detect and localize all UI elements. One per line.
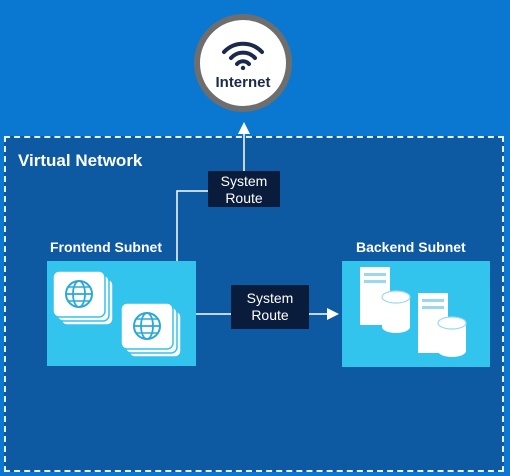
frontend-to-internet-connector [176, 190, 208, 262]
frontend-subnet-label: Frontend Subnet [50, 239, 162, 255]
wifi-icon [222, 41, 264, 70]
globe-stack-icon [52, 270, 182, 358]
route-label-line1: System [246, 290, 294, 306]
route-label-line2: Route [251, 307, 289, 323]
frontend-subnet-box [47, 261, 196, 366]
route-label-line2: Route [225, 190, 263, 206]
backend-subnet-label: Backend Subnet [356, 239, 466, 255]
route-label-line1: System [220, 173, 268, 189]
system-route-box-top: System Route [208, 171, 280, 207]
internet-node: Internet [194, 14, 292, 112]
server-database-icon [360, 267, 467, 357]
virtual-network-title: Virtual Network [18, 151, 143, 170]
backend-subnet-box [342, 261, 490, 367]
system-route-box-middle: System Route [231, 285, 309, 329]
internet-label: Internet [215, 74, 271, 91]
